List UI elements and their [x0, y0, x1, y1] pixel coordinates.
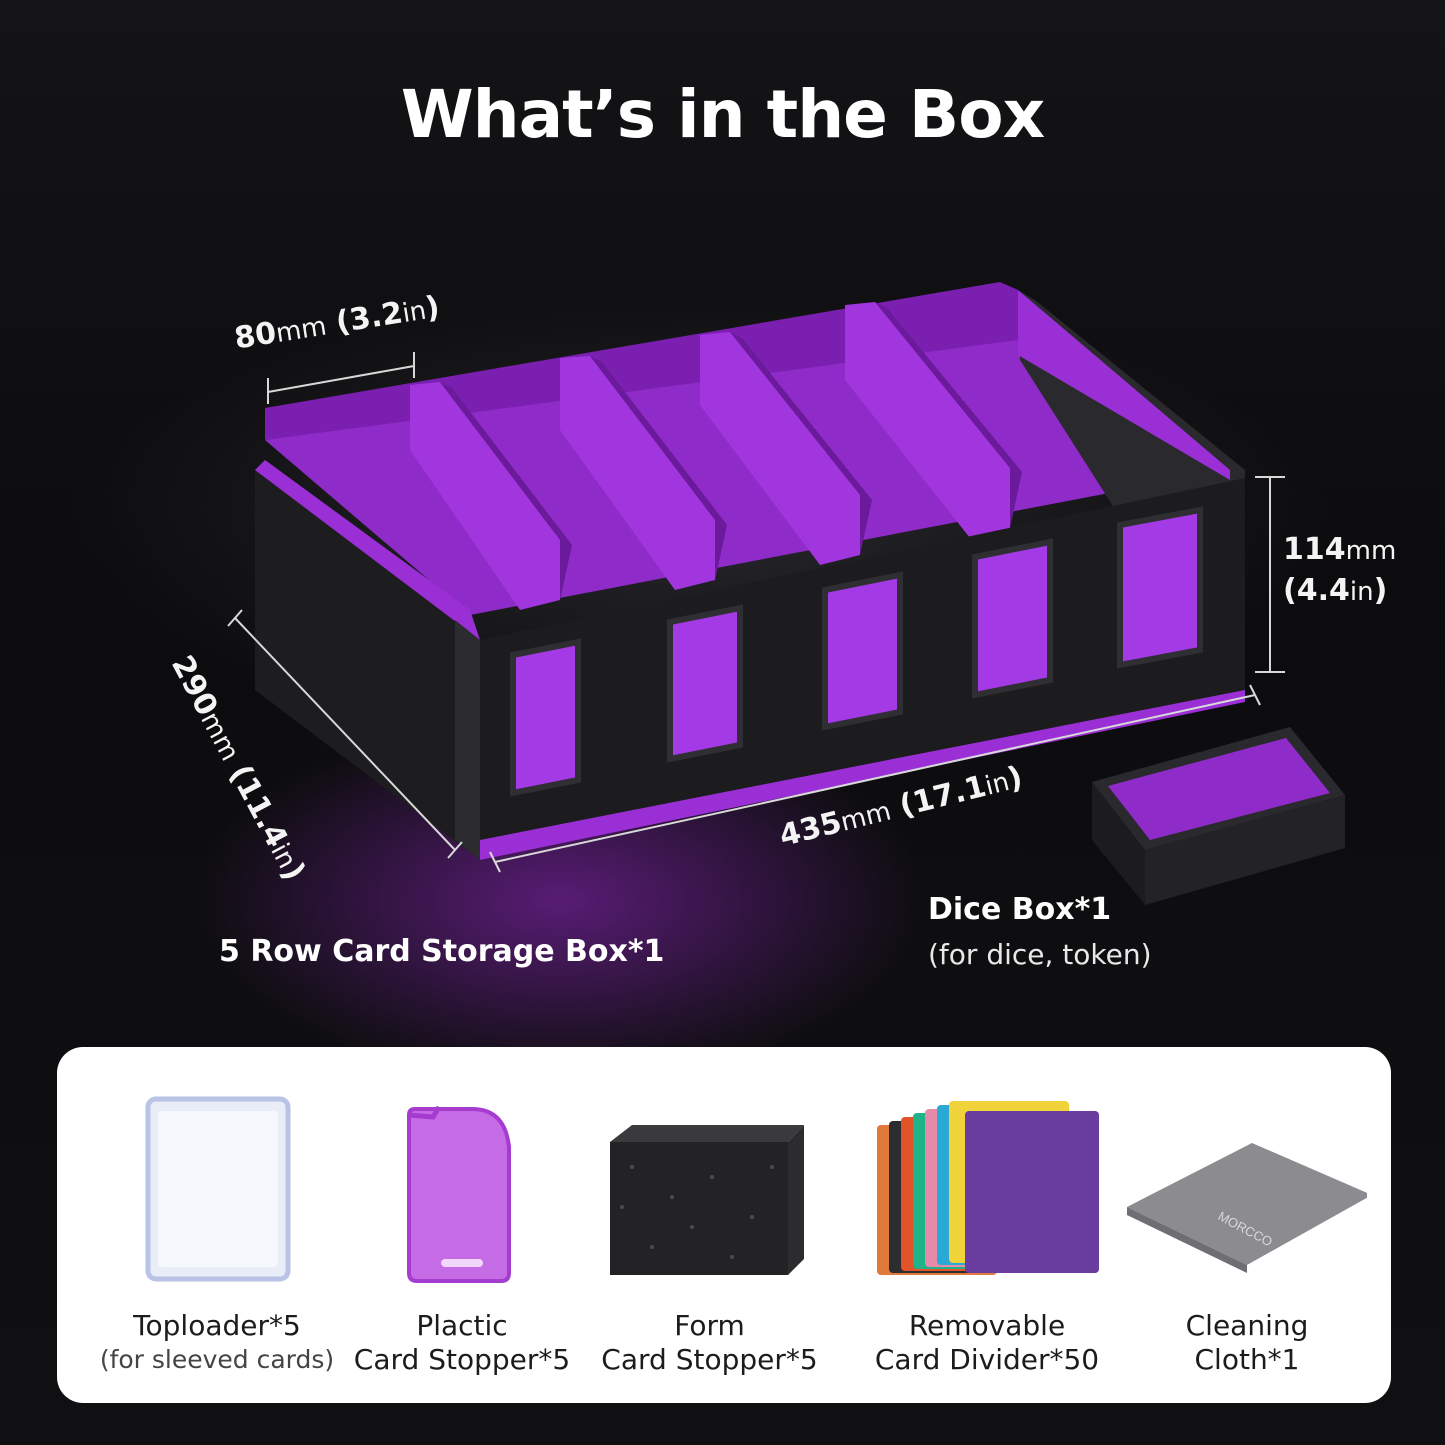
accessories-panel: Toploader*5 (for sleeved cards) Plactic … — [57, 1047, 1391, 1403]
accessory-card-dividers: Removable Card Divider*50 — [857, 1047, 1117, 1403]
plastic-stopper-icon — [407, 1105, 511, 1283]
accessory-name-2: Card Stopper*5 — [601, 1343, 818, 1376]
accessory-name: Plactic — [416, 1309, 508, 1342]
dice-box-side — [1145, 795, 1345, 905]
dice-box-front — [1092, 782, 1145, 905]
foam-stopper-icon — [610, 1125, 804, 1275]
box-windows — [510, 506, 1203, 797]
accessory-name: Form — [674, 1309, 745, 1342]
accessory-name: Toploader*5 — [133, 1309, 301, 1342]
accessory-name-2: Card Stopper*5 — [353, 1343, 571, 1376]
dice-box-inside — [1108, 738, 1330, 840]
accessory-name-2: Card Divider*50 — [874, 1343, 1100, 1376]
box-left-wall-edge — [255, 460, 480, 640]
accessory-note: (for sleeved cards) — [99, 1345, 335, 1374]
accessory-name-2: Cloth*1 — [1194, 1343, 1300, 1376]
storage-box-label: 5 Row Card Storage Box*1 — [219, 934, 665, 969]
accessory-foam-stopper: Form Card Stopper*5 — [592, 1047, 827, 1403]
accessory-plastic-stopper: Plactic Card Stopper*5 — [347, 1047, 577, 1403]
box-front-side-trim — [455, 620, 480, 860]
dimension-height-label: 114mm (4.4in) — [1283, 532, 1397, 608]
accessory-toploader: Toploader*5 (for sleeved cards) — [97, 1047, 337, 1403]
accessory-cleaning-cloth: MORCCO Cleaning Cloth*1 — [1127, 1047, 1367, 1403]
card-dividers-icon — [877, 1101, 1099, 1275]
box-left-wall — [255, 470, 480, 860]
page-title: What’s in the Box — [400, 76, 1045, 153]
box-right-wall-inner — [1018, 290, 1230, 480]
box-front-bottom-trim — [480, 690, 1245, 860]
toploader-icon — [145, 1096, 291, 1282]
dice-box-note: (for dice, token) — [928, 938, 1152, 971]
accessory-name: Cleaning — [1185, 1309, 1309, 1342]
accessory-name: Removable — [908, 1309, 1066, 1342]
box-dividers — [410, 302, 1010, 610]
cleaning-cloth-icon: MORCCO — [1127, 1143, 1367, 1273]
dimension-lines — [227, 352, 1285, 873]
dice-box-label: Dice Box*1 — [928, 892, 1112, 927]
